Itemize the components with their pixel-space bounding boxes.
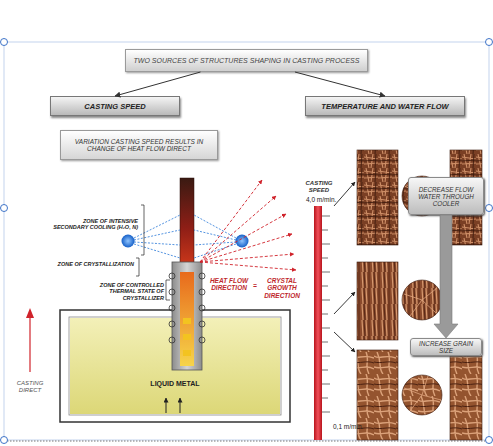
box-text: TEMPERATURE AND WATER FLOW bbox=[321, 102, 448, 111]
direction-label: CRYSTAL GROWTH DIRECTION bbox=[258, 277, 306, 299]
box-label: DECREASE FLOW WATER THROUGH COOLER bbox=[413, 186, 479, 207]
scale-title: CASTING SPEED bbox=[296, 180, 342, 194]
frame-handles bbox=[1, 39, 493, 444]
heading-box: CASTING SPEED bbox=[50, 96, 180, 116]
heading-box: TEMPERATURE AND WATER FLOW bbox=[305, 96, 465, 116]
zone-label: ZONE OF CRYSTALLIZATION bbox=[48, 261, 134, 267]
frame-dots bbox=[4, 441, 489, 442]
spray-lines bbox=[134, 215, 236, 258]
micrographs bbox=[357, 150, 482, 440]
effect-box: DECREASE FLOW WATER THROUGH COOLER bbox=[408, 177, 484, 215]
scale-pointers bbox=[334, 182, 355, 352]
box-text: VARIATION CASTING SPEED RESULTS IN CHANG… bbox=[67, 138, 211, 152]
crystals bbox=[183, 318, 191, 356]
zone-label: ZONE OF INTENSIVE SECONDARY COOLING (H₂O… bbox=[52, 218, 138, 231]
equals-sign: = bbox=[250, 282, 260, 289]
box-label: TEMPERATURE AND WATER FLOW bbox=[321, 102, 448, 111]
speed-ticks bbox=[322, 216, 330, 412]
zone-label: ZONE OF CONTROLLED THERMAL STATE OF CRYS… bbox=[92, 282, 164, 301]
box-label: LIQUID METAL bbox=[150, 380, 199, 387]
scale-value: 4,0 m/min. bbox=[306, 196, 366, 203]
cooling-coil bbox=[169, 273, 205, 343]
block-arrow bbox=[434, 215, 458, 338]
box-text: INCREASE GRAIN SIZE bbox=[415, 340, 477, 354]
box-text: DECREASE FLOW WATER THROUGH COOLER bbox=[413, 186, 479, 207]
scale-value: 0,1 m/min. bbox=[333, 423, 393, 430]
box-label: VARIATION CASTING SPEED RESULTS IN CHANG… bbox=[67, 138, 211, 152]
spray-nozzle bbox=[122, 235, 135, 248]
direction-label: HEAT FLOW DIRECTION bbox=[206, 277, 252, 292]
casting-direction-arrow bbox=[26, 308, 34, 372]
connector-arrow bbox=[295, 72, 385, 96]
direction-label: CASTING DIRECT bbox=[8, 380, 52, 394]
effect-box: INCREASE GRAIN SIZE bbox=[410, 338, 482, 356]
speed-bar bbox=[314, 206, 322, 440]
box-text: TWO SOURCES OF STRUCTURES SHAPING IN CAS… bbox=[134, 57, 360, 64]
molten-core bbox=[180, 272, 194, 366]
connector-arrow bbox=[115, 72, 200, 96]
frame bbox=[4, 42, 489, 440]
note-box: VARIATION CASTING SPEED RESULTS IN CHANG… bbox=[60, 130, 218, 160]
crystallizer bbox=[172, 262, 202, 370]
box-label: INCREASE GRAIN SIZE bbox=[415, 340, 477, 354]
box-text: LIQUID METAL bbox=[150, 380, 199, 387]
box-label: CASTING SPEED bbox=[84, 102, 145, 111]
title-box: TWO SOURCES OF STRUCTURES SHAPING IN CAS… bbox=[125, 49, 368, 72]
heat-flow-rays bbox=[200, 180, 296, 270]
box-label: TWO SOURCES OF STRUCTURES SHAPING IN CAS… bbox=[134, 57, 360, 64]
box-text: CASTING SPEED bbox=[84, 102, 145, 111]
